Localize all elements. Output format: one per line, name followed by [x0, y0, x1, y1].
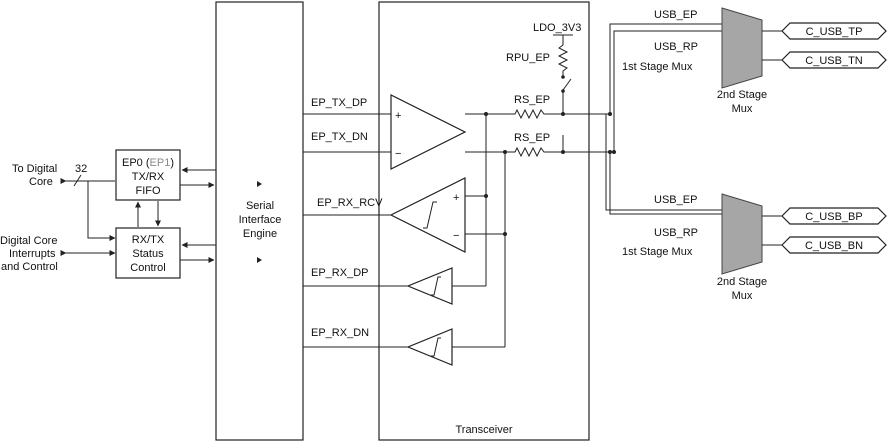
sie-label-line3: Engine	[243, 228, 277, 240]
rx-dp-hysteresis-symbol	[431, 276, 441, 296]
bus-width-label: 32	[75, 163, 87, 175]
connector-c-usb-bp-label: C_USB_BP	[805, 211, 862, 223]
pullup-switch	[562, 78, 572, 91]
status-control-block	[115, 227, 181, 279]
bottom-usb-rp-label: USB_RP	[654, 227, 698, 239]
top-second-stage-label-2: Mux	[732, 103, 753, 115]
ldo-3v3-label: LDO_3V3	[533, 22, 581, 34]
ep-rx-rcv-label: EP_RX_RCV	[317, 197, 383, 209]
junction-dp-tap	[484, 112, 488, 116]
digital-core-ctrl-label-1: Digital Core	[0, 235, 57, 247]
tx-driver-amplifier	[390, 94, 467, 170]
bottom-usb-ep-label: USB_EP	[654, 194, 697, 206]
top-second-stage-label-1: 2nd Stage	[717, 89, 767, 101]
dp-route-to-bottom-mux	[605, 114, 722, 211]
status-label-line2: Status	[132, 248, 164, 260]
junction-dp-rx	[484, 194, 488, 198]
top-usb-rp-label: USB_RP	[654, 41, 698, 53]
bottom-second-stage-mux	[721, 193, 763, 275]
rpu-ep-resistor	[557, 42, 569, 76]
top-usb-ep-label: USB_EP	[654, 9, 697, 21]
rpu-ep-label: RPU_EP	[506, 52, 550, 64]
rs-ep-top-resistor	[510, 108, 550, 120]
connector-c-usb-tp-label: C_USB_TP	[806, 26, 863, 38]
connector-c-usb-tp	[781, 22, 887, 40]
junction-dp-route	[608, 112, 612, 116]
fifo-label-line2: TX/RX	[132, 171, 165, 183]
status-label-line1: RX/TX	[132, 234, 165, 246]
connector-c-usb-tn-label: C_USB_TN	[805, 55, 863, 67]
tx-minus-sign: −	[395, 148, 401, 160]
bottom-second-stage-label-2: Mux	[732, 290, 753, 302]
bus-slash	[73, 174, 82, 187]
digital-core-ctrl-label-3: and Control	[1, 261, 58, 273]
connector-c-usb-bn-label: C_USB_BN	[805, 240, 863, 252]
fifo-label-line1: EP0 (EP1)	[122, 157, 174, 169]
ep-rx-dp-label: EP_RX_DP	[311, 267, 368, 279]
junction-dn-bottom-route	[608, 150, 612, 154]
sie-label-line2: Interface	[239, 214, 282, 226]
rx-plus-sign: +	[453, 192, 459, 204]
sie-marker-bottom	[257, 257, 262, 263]
connector-c-usb-bp	[781, 207, 887, 225]
sie-marker-top	[257, 181, 262, 187]
rx-minus-sign: −	[453, 230, 459, 242]
status-label-line3: Control	[130, 262, 165, 274]
to-digital-core-label-1: To Digital	[12, 163, 57, 175]
sie-label-line1: Serial	[246, 200, 274, 212]
transceiver-label: Transceiver	[455, 424, 512, 436]
rs-ep-bottom-resistor	[510, 146, 550, 158]
bottom-second-stage-label-1: 2nd Stage	[717, 276, 767, 288]
junction-dn-stub	[561, 150, 565, 154]
junction-dn-route	[612, 150, 616, 154]
fifo-label-line3: FIFO	[135, 185, 160, 197]
connector-c-usb-tn	[781, 51, 887, 69]
rx-dn-hysteresis-symbol	[431, 337, 441, 357]
dn-route-to-bottom-mux	[609, 152, 722, 215]
fifo-block	[115, 149, 181, 201]
connector-c-usb-bn	[781, 236, 887, 254]
top-first-stage-label: 1st Stage Mux	[622, 61, 693, 73]
sie-block	[215, 1, 304, 441]
rs-ep-top-label: RS_EP	[514, 94, 550, 106]
fifo-ep1-label: EP1	[150, 157, 171, 169]
ep-tx-dn-label: EP_TX_DN	[311, 131, 368, 143]
dn-route-to-mux	[613, 30, 722, 152]
ep-tx-dp-label: EP_TX_DP	[311, 97, 367, 109]
bottom-first-stage-label: 1st Stage Mux	[622, 246, 693, 258]
junction-dn-rx	[503, 232, 507, 236]
top-second-stage-mux	[721, 7, 763, 89]
rs-ep-bottom-label: RS_EP	[514, 132, 550, 144]
ep-rx-dn-label: EP_RX_DN	[311, 327, 369, 339]
digital-core-ctrl-label-2: Interrupts	[9, 248, 56, 260]
bus-to-status-wire	[87, 181, 116, 241]
to-digital-core-label-2: Core	[29, 176, 53, 188]
switch-pivot-dot	[561, 75, 565, 79]
junction-dn-tap	[503, 150, 507, 154]
junction-dp-switch	[561, 112, 565, 116]
tx-plus-sign: +	[395, 110, 401, 122]
dp-route-to-mux	[609, 23, 722, 114]
rx-hysteresis-symbol	[423, 201, 437, 229]
rx-differential-receiver	[389, 177, 466, 253]
